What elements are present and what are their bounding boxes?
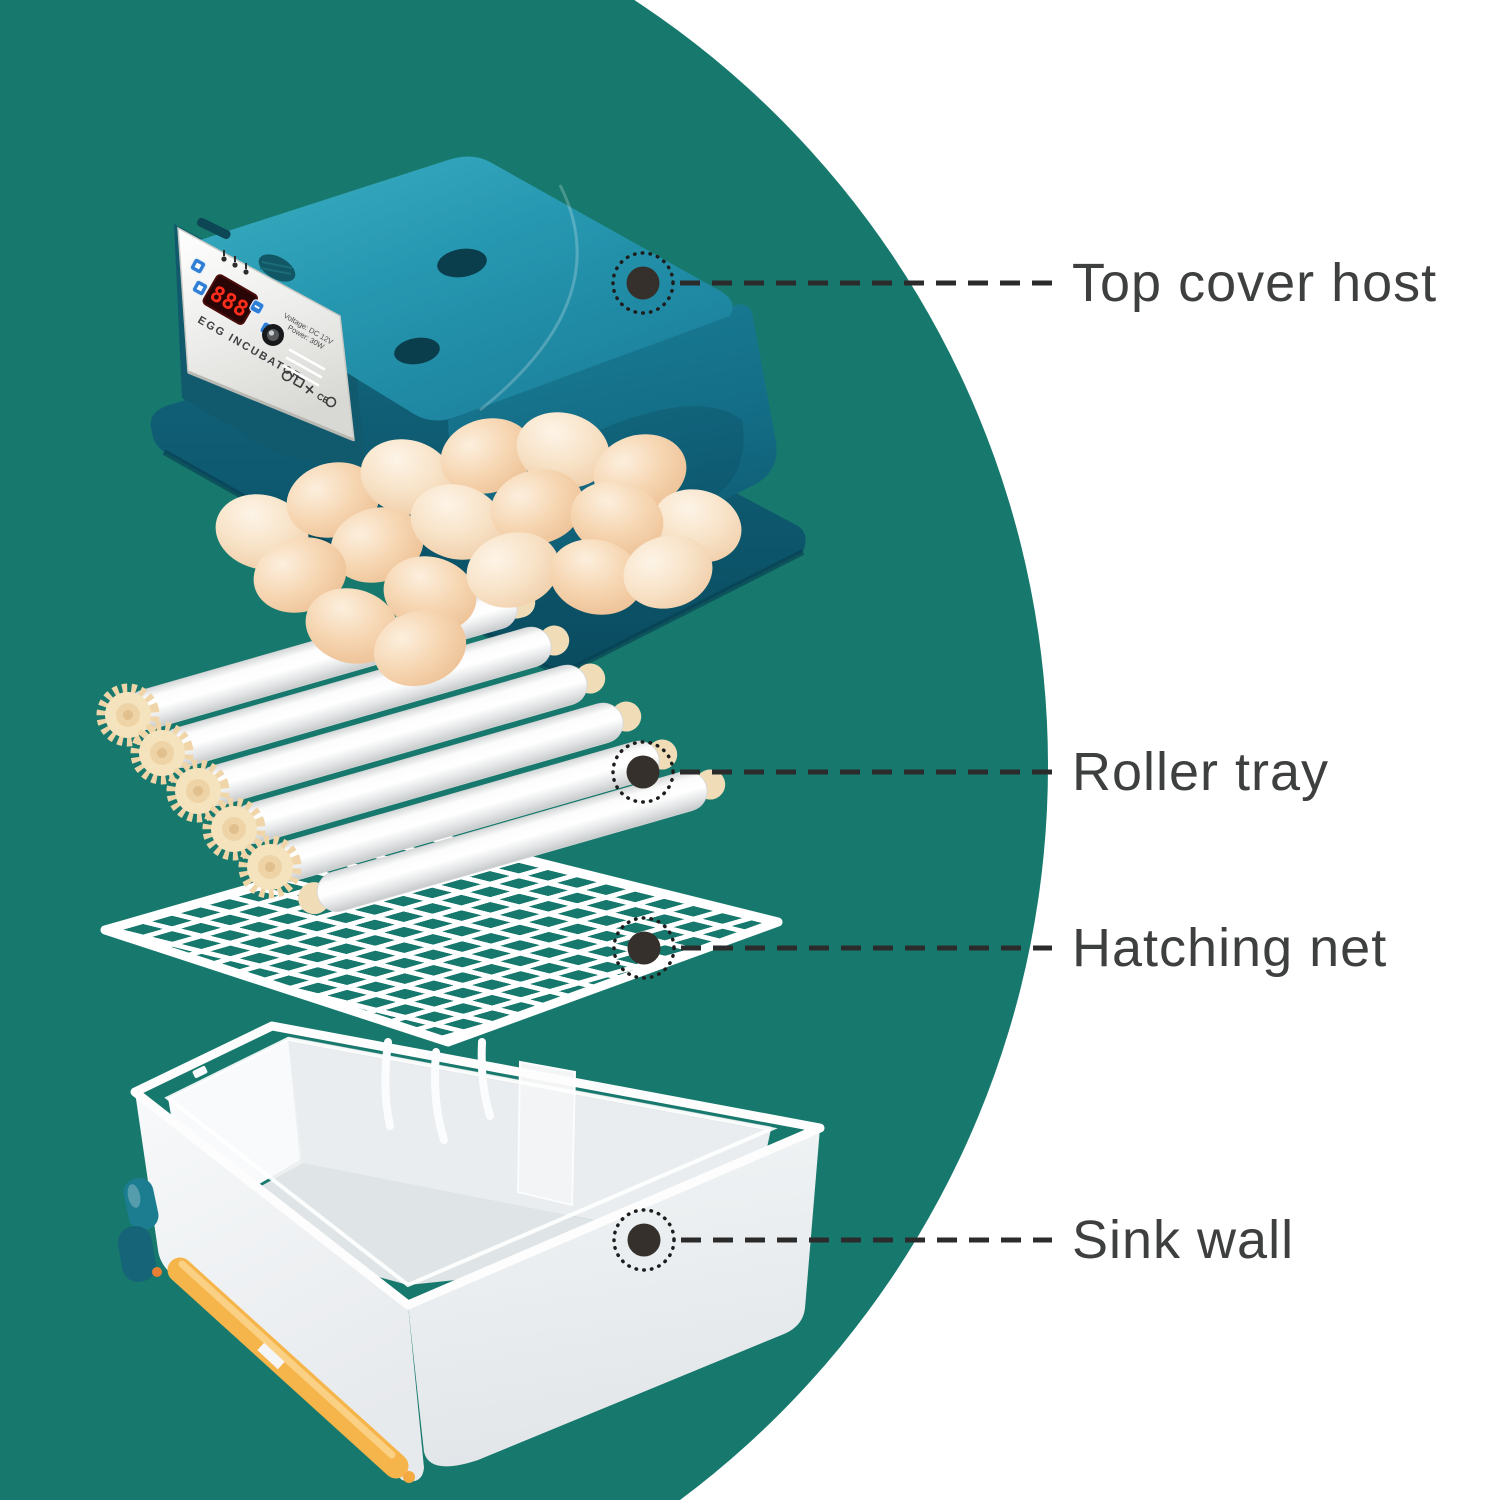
roller [238,739,678,899]
egg-cluster [215,412,742,687]
callout-label-roller-tray: Roller tray [1072,742,1330,802]
egg [383,556,477,632]
roller-gear [166,759,230,823]
callout-markers [611,251,1052,1272]
speaker-grille [258,254,296,282]
sink-wall-box [117,1021,825,1483]
power-knob [262,324,284,346]
net-legs [381,1038,494,1144]
egg [516,412,610,488]
cover-top-seam [479,184,579,412]
tube-clip-notch [257,1342,285,1370]
control-panel: 888 EGG INCUBATOR [177,226,355,442]
panel-vent-lines [282,348,326,387]
roller-gear [130,721,194,785]
box-divider-wall [516,1060,577,1207]
callout-marker-hatching-net [612,916,1052,980]
roller [298,769,726,915]
callout-marker-sink-wall [612,1208,1052,1272]
clip-orange-dot [152,1267,162,1277]
egg [570,481,664,557]
callout-label-top-cover-host: Top cover host [1072,253,1438,313]
callout-label-hatching-net: Hatching net [1072,918,1388,978]
callout-label-sink-wall: Sink wall [1072,1210,1295,1270]
roller-gear [96,683,160,747]
roller-gear [238,835,302,899]
egg [466,532,560,608]
box-side-clip [117,1178,162,1282]
tube-end-dot [403,1471,415,1483]
roller-gear [202,797,266,861]
egg [549,539,643,615]
top-corner-slot [196,217,231,240]
roller [166,663,606,823]
egg [410,484,504,560]
callout-marker-roller-tray [611,740,1052,804]
egg [623,535,713,609]
indicator-icons [221,250,249,275]
top-vent-hole [437,248,487,278]
box-rim [130,1021,825,1310]
egg [490,469,584,545]
box-right-face [408,1128,820,1467]
egg [440,418,534,494]
box-front-left-face [135,1092,424,1482]
panel-bottom-edge [187,370,355,442]
box-rim-inner-line [164,1036,778,1288]
top-vent-hole [394,337,440,365]
callout-marker-top-cover [611,251,1052,315]
egg [373,609,467,687]
water-channel-tube [167,1257,415,1483]
roller [202,701,642,861]
